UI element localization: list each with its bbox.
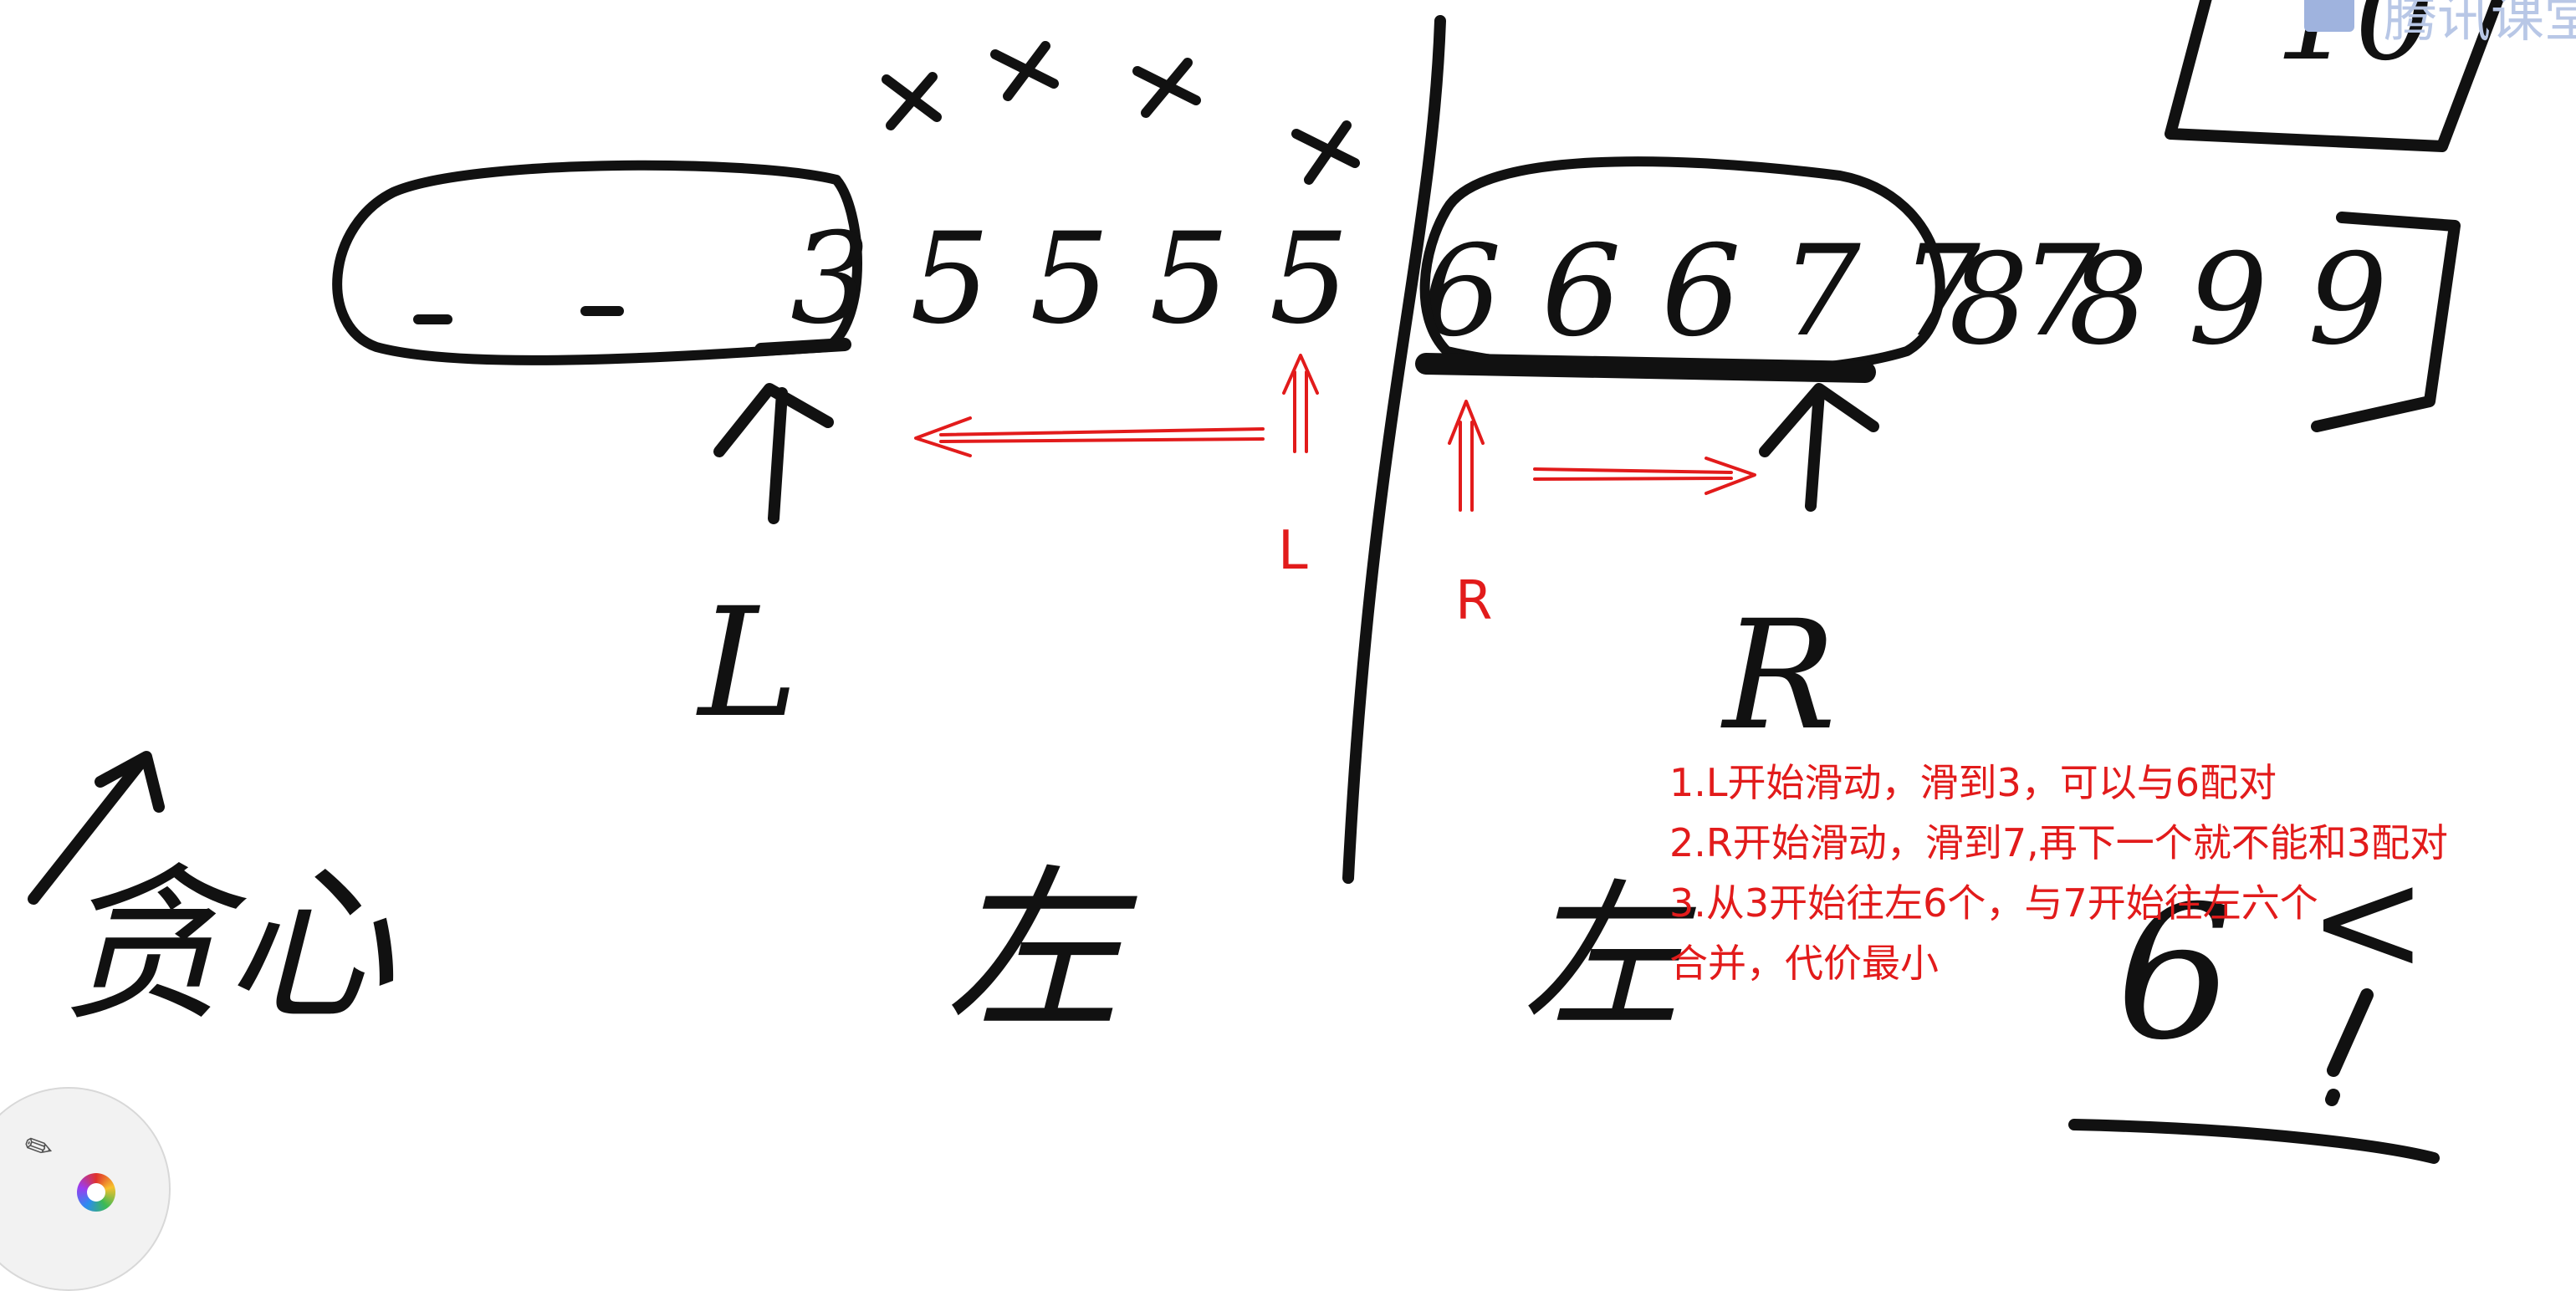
handwritten-less-than: < (2308, 839, 2427, 1004)
arrow-up-L (1282, 354, 1319, 453)
sequence-middle-part: 6 6 6 7 7 7 (1422, 219, 2101, 365)
sequence-left-part: 3 5 5 5 5 (790, 207, 1349, 352)
handwritten-R: R (1720, 589, 1837, 763)
handwritten-L: L (696, 576, 799, 751)
whiteboard-canvas: 3 5 5 5 5 6 6 6 7 7 7 8 8 9 9 10 L R 贪心 … (28, 0, 2504, 1164)
watermark: 腾讯课堂 (2384, 0, 2576, 49)
arrow-left-long (914, 416, 1265, 457)
note-line-3: 3.从3开始往左6个，与7开始往左六个 (1669, 880, 2318, 926)
exclamation-stroke (2325, 988, 2374, 1106)
color-wheel-icon[interactable] (77, 1173, 115, 1212)
left-underline (754, 338, 851, 356)
sequence-right-part: 8 8 9 9 (1949, 227, 2388, 373)
handwritten-arrow-R (1759, 383, 1879, 512)
note-line-4: 合并，代价最小 (1669, 941, 1939, 986)
divider-line (1342, 15, 1446, 884)
arrow-up-R (1448, 400, 1485, 512)
watermark-logo-icon (2304, 0, 2354, 32)
handwritten-arrow-L (713, 383, 834, 524)
bottom-underline (2068, 1119, 2440, 1164)
explanation-notes: 1.L开始滑动，滑到3，可以与6配对 2.R开始滑动，滑到7,再下一个就不能和3… (1669, 753, 2448, 993)
note-line-2: 2.R开始滑动，滑到7,再下一个就不能和3配对 (1669, 820, 2449, 865)
handwritten-left-1: 左 (945, 849, 1137, 1054)
greedy-arrow (28, 751, 165, 905)
handwritten-left-2: 左 (1522, 865, 1697, 1049)
right-bracket (2311, 212, 2461, 432)
middle-underline (1415, 353, 1876, 383)
partial-number: 10 (2275, 0, 2435, 89)
note-line-1: 1.L开始滑动，滑到3，可以与6配对 (1669, 760, 2277, 805)
label-L: L (1278, 520, 1308, 582)
left-group-ellipse (332, 160, 862, 365)
middle-group-ellipse (1419, 156, 1945, 379)
label-R: R (1455, 570, 1492, 632)
handwritten-six: 6 (2116, 866, 2233, 1080)
cross-marks (882, 41, 1360, 185)
handwritten-greedy: 贪心 (59, 849, 394, 1044)
top-right-box (2165, 0, 2504, 152)
arrow-right (1533, 457, 1756, 495)
